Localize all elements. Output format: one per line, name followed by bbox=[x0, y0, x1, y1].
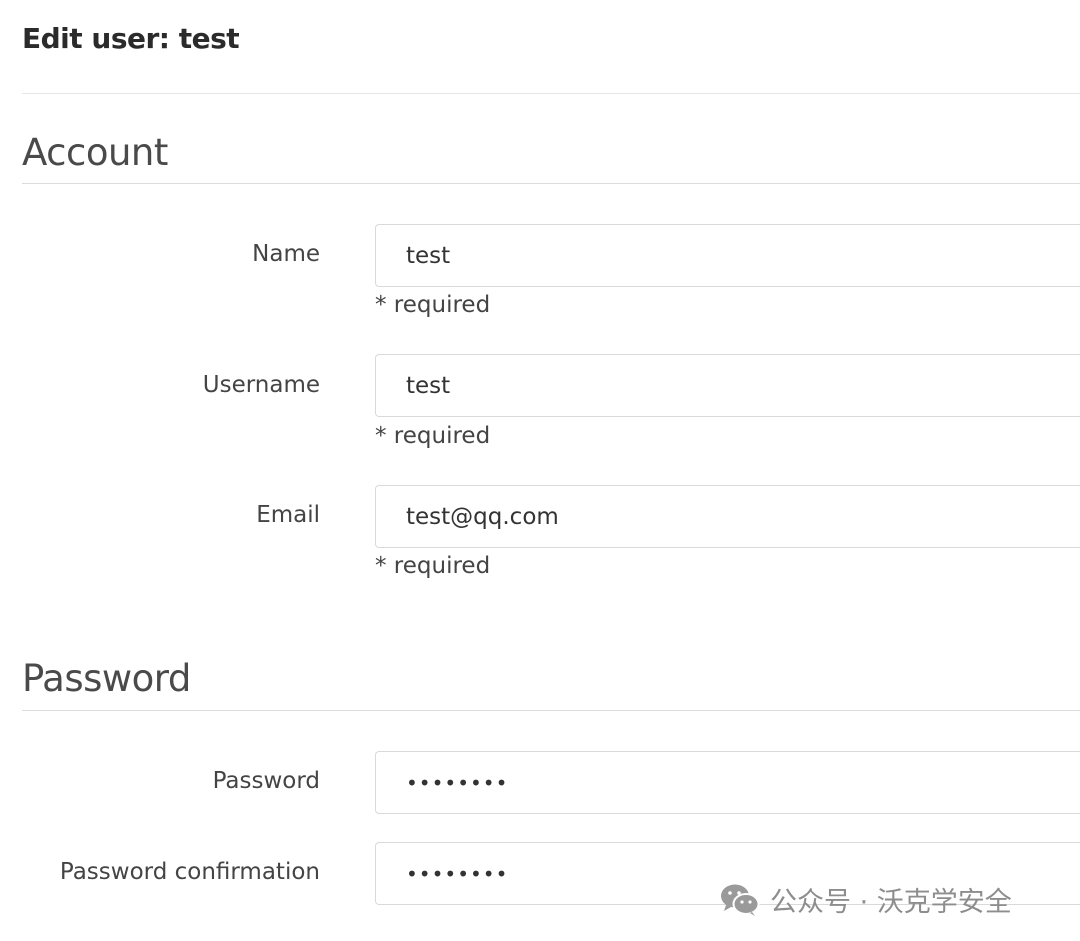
email-label: Email bbox=[256, 502, 320, 528]
username-label: Username bbox=[202, 372, 320, 398]
email-required-hint: * required bbox=[375, 553, 491, 579]
email-input[interactable] bbox=[375, 485, 1080, 548]
watermark: 公众号 · 沃克学安全 bbox=[720, 880, 1012, 919]
watermark-text: 公众号 · 沃克学安全 bbox=[770, 887, 1012, 918]
account-section-divider bbox=[22, 183, 1080, 184]
password-confirmation-label: Password confirmation bbox=[59, 859, 320, 885]
password-section-heading: Password bbox=[22, 657, 191, 700]
account-section-heading: Account bbox=[22, 131, 168, 174]
name-required-hint: * required bbox=[375, 292, 491, 318]
password-input[interactable] bbox=[375, 751, 1080, 814]
wechat-icon bbox=[721, 884, 760, 916]
password-section-divider bbox=[22, 710, 1080, 711]
username-input[interactable] bbox=[375, 354, 1080, 417]
password-confirmation-input[interactable] bbox=[375, 842, 1080, 905]
page-title: Edit user: test bbox=[22, 22, 240, 55]
name-label: Name bbox=[252, 241, 320, 267]
title-divider bbox=[22, 93, 1080, 94]
name-input[interactable] bbox=[375, 224, 1080, 287]
password-label: Password bbox=[212, 768, 320, 794]
username-required-hint: * required bbox=[375, 423, 491, 449]
